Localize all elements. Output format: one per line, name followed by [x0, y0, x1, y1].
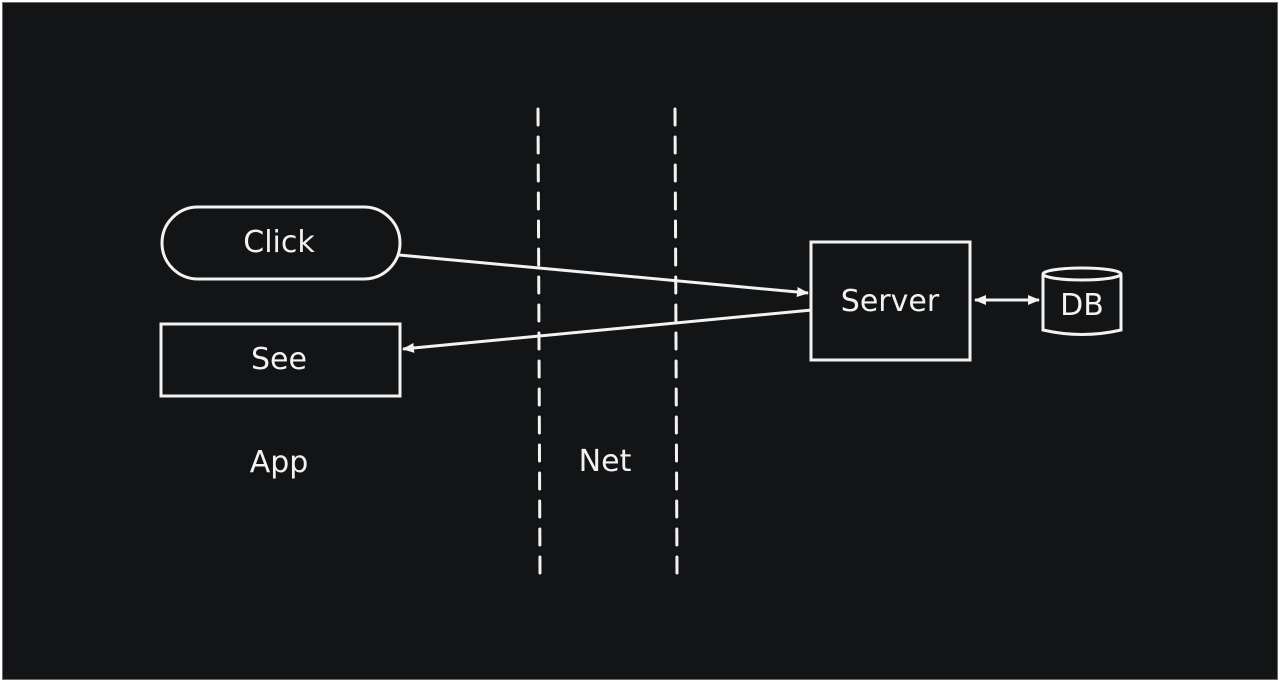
see-node-shape	[159, 322, 402, 398]
app-region-label: App	[249, 445, 309, 480]
arrow-click-to-server	[398, 253, 809, 297]
click-node-shape	[160, 205, 402, 281]
net-region-label: Net	[578, 444, 632, 479]
server-node-shape	[809, 240, 972, 362]
net-boundary-left	[536, 107, 542, 577]
server-node-label: Server	[840, 284, 940, 319]
arrow-server-to-see	[402, 308, 813, 353]
see-node-label: See	[251, 342, 307, 377]
diagram-svg	[159, 107, 1123, 577]
net-boundary-right	[673, 107, 679, 577]
db-node-label: DB	[1060, 288, 1104, 323]
db-cylinder-icon	[1041, 266, 1123, 336]
click-node-label: Click	[243, 225, 315, 260]
